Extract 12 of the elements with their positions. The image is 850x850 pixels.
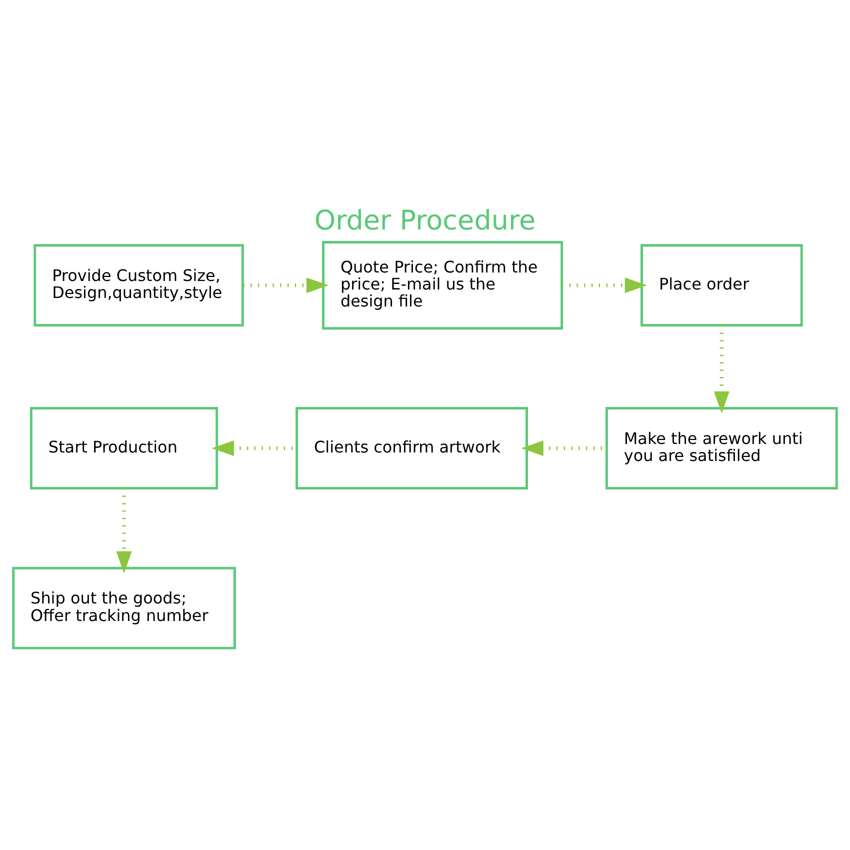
node-box: Start Production [30, 406, 218, 489]
arrow [562, 277, 648, 293]
arrow [243, 277, 329, 293]
node-box: Place order [640, 244, 803, 326]
arrow [116, 488, 132, 573]
node-box: Ship out the goods; Offer tracking number [12, 566, 236, 649]
diagram-title: Order Procedure [314, 204, 536, 236]
node-box: Clients confirm artwork [296, 406, 528, 489]
node-box: Quote Price; Confirm the price; E-mail us the design file [322, 240, 564, 330]
node-box: Make the arework unti you are satisfiled [605, 406, 838, 489]
node-box: Provide Custom Size, Design,quantity,style [34, 244, 244, 326]
arrow [714, 324, 730, 414]
